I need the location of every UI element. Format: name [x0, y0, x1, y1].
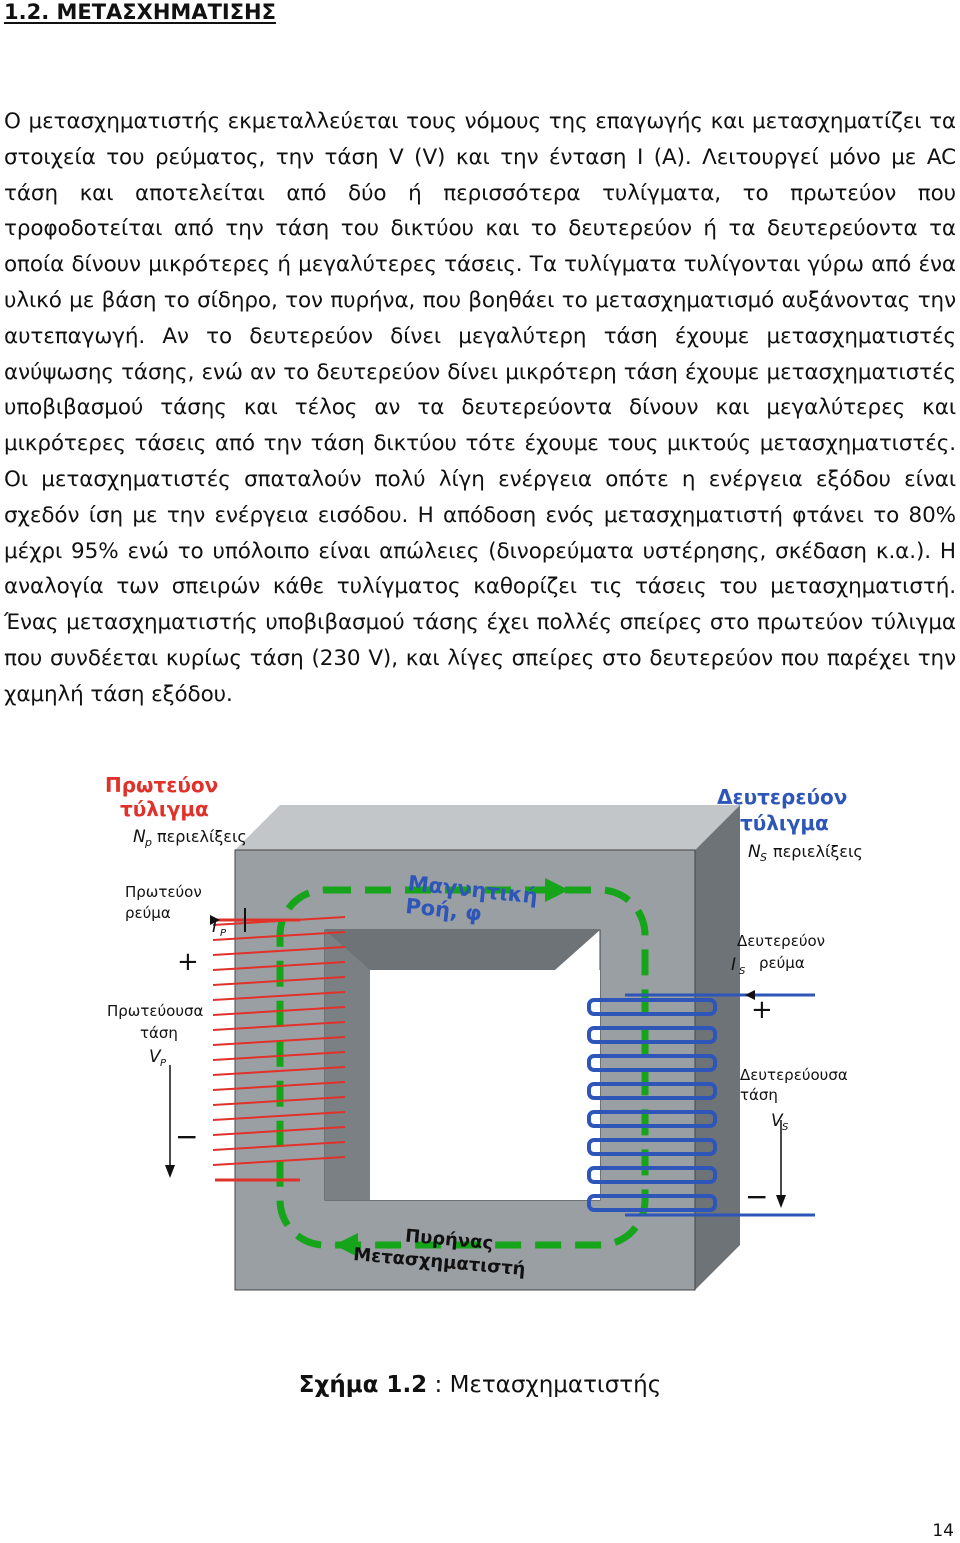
core-top-face — [235, 805, 740, 850]
primary-coil-turn — [212, 961, 346, 971]
primary-coil-turn — [212, 931, 346, 941]
secondary-coil-turn — [587, 998, 717, 1016]
secondary-winding-label-2: τύλιγμα — [740, 811, 829, 835]
ns-subscript: S — [760, 851, 767, 864]
caption-label: Σχήμα 1.2 — [298, 1372, 428, 1398]
primary-coil-turn — [212, 1096, 346, 1106]
primary-coil-turn — [212, 1141, 346, 1151]
secondary-plus: + — [751, 995, 773, 1025]
primary-coil-turn — [212, 991, 346, 1001]
core-side-face — [695, 805, 740, 1290]
secondary-minus: − — [745, 1180, 768, 1213]
secondary-current-label-1: Δευτερεύον — [737, 932, 825, 950]
page-number: 14 — [932, 1521, 954, 1541]
secondary-coil-turn — [587, 1026, 717, 1044]
transformer-figure: Πρωτεύον τύλιγμα N p περιελίξεις Δευτερε… — [95, 760, 885, 1320]
ns-symbol: N — [748, 842, 761, 862]
primary-coil-turn — [212, 1036, 346, 1046]
primary-minus: − — [175, 1120, 198, 1153]
primary-coil-turn — [212, 1081, 346, 1091]
secondary-coil-turn — [587, 1054, 717, 1072]
is-subscript: S — [739, 966, 746, 977]
secondary-winding-label-1: Δευτερεύον — [717, 785, 847, 809]
primary-current-label-1: Πρωτεύον — [125, 883, 202, 901]
secondary-coil-turn — [587, 1166, 717, 1184]
secondary-current-label-2: ρεύμα — [759, 954, 805, 972]
np-symbol: N — [133, 827, 146, 847]
flux-arrow-bottom — [334, 1233, 358, 1257]
vs-subscript: S — [782, 1122, 789, 1133]
np-subscript: p — [144, 836, 152, 849]
magnetic-flux-loop — [276, 886, 649, 1249]
body-paragraph: Ο μετασχηματιστής εκμεταλλεύεται τους νό… — [4, 109, 956, 707]
secondary-voltage-label-2: τάση — [740, 1086, 778, 1104]
primary-coil-turn — [212, 976, 346, 986]
caption-separator: : — [427, 1372, 450, 1398]
section-heading: 1.2. ΜΕΤΑΣΧΗΜΑΤΙΣΗΣ — [4, 0, 276, 24]
primary-current-arrowhead — [210, 915, 220, 925]
core-window — [370, 970, 600, 1200]
ip-subscript: P — [220, 928, 227, 939]
secondary-voltage-label-1: Δευτερεύουσα — [740, 1066, 848, 1084]
primary-winding-label-1: Πρωτεύον — [105, 773, 218, 797]
window-top-bevel — [325, 930, 600, 970]
np-text: περιελίξεις — [157, 827, 247, 846]
is-symbol: I — [731, 955, 736, 975]
vs-symbol: V — [771, 1111, 784, 1131]
primary-coil-turn — [212, 1111, 346, 1121]
primary-voltage-label-1: Πρωτεύουσα — [107, 1002, 204, 1020]
primary-coil-turn — [212, 1021, 346, 1031]
flux-arrow-top — [545, 878, 569, 902]
primary-coil-turn — [212, 1006, 346, 1016]
primary-winding-label-2: τύλιγμα — [120, 797, 209, 821]
primary-coil-turn — [212, 946, 346, 956]
primary-coil-turn — [212, 1066, 346, 1076]
figure-caption: Σχήμα 1.2 : Μετασχηματιστής — [0, 1372, 960, 1398]
primary-coil — [212, 916, 346, 1166]
primary-coil-turn — [212, 1051, 346, 1061]
transformer-diagram: Πρωτεύον τύλιγμα N p περιελίξεις Δευτερε… — [105, 773, 863, 1291]
primary-current-label-2: ρεύμα — [125, 904, 171, 922]
secondary-coil-turn — [587, 1138, 717, 1156]
primary-coil-turn — [212, 1156, 346, 1166]
window-left-bevel — [325, 930, 370, 1200]
primary-voltage-arrowhead — [165, 1165, 175, 1178]
primary-coil-turn — [212, 1126, 346, 1136]
secondary-coil-turn — [587, 1110, 717, 1128]
secondary-coil-turn — [587, 1194, 717, 1212]
primary-voltage-label-2: τάση — [140, 1024, 178, 1042]
ip-symbol: I — [212, 917, 217, 937]
vp-symbol: V — [149, 1047, 162, 1067]
vp-subscript: P — [160, 1058, 167, 1069]
secondary-coil — [587, 998, 717, 1212]
secondary-current-arrowhead — [745, 990, 755, 1000]
primary-plus: + — [177, 947, 199, 977]
ns-text: περιελίξεις — [773, 842, 863, 861]
secondary-voltage-arrowhead — [776, 1195, 786, 1208]
caption-text: Μετασχηματιστής — [449, 1372, 662, 1398]
secondary-coil-turn — [587, 1082, 717, 1100]
